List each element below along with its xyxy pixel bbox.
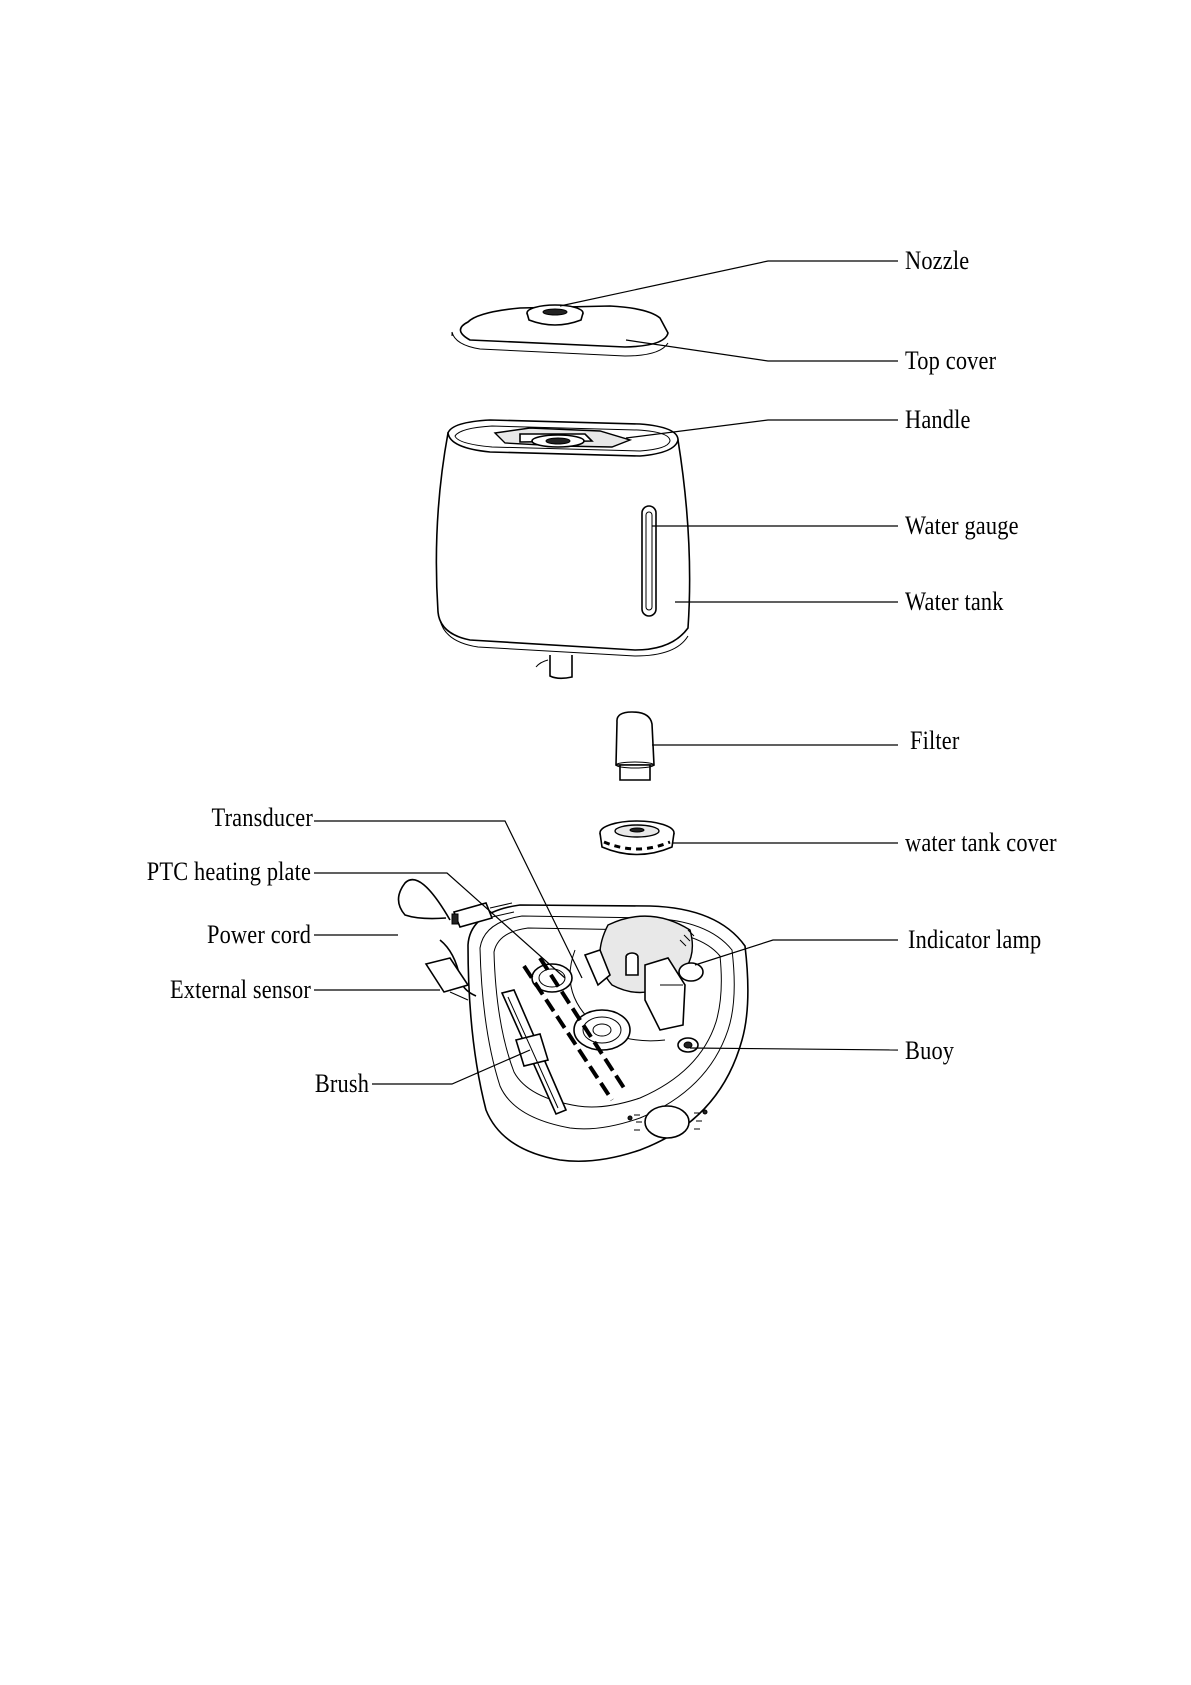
label-brush: Brush <box>315 1069 369 1099</box>
label-water-tank: Water tank <box>905 587 1004 617</box>
label-filter: Filter <box>910 726 959 756</box>
leader-top-cover <box>626 340 898 361</box>
label-indicator-lamp: Indicator lamp <box>908 925 1041 955</box>
label-handle: Handle <box>905 405 971 435</box>
label-power-cord: Power cord <box>207 920 311 950</box>
leader-nozzle <box>560 261 898 306</box>
label-top-cover: Top cover <box>905 346 996 376</box>
base-part <box>468 905 748 1161</box>
filter-part <box>616 712 654 780</box>
water-tank-part <box>436 420 689 678</box>
nozzle-part <box>527 305 583 325</box>
label-water-tank-cover: water tank cover <box>905 828 1057 858</box>
label-nozzle: Nozzle <box>905 246 969 276</box>
water-tank-cover-part <box>600 821 674 855</box>
label-external-sensor: External sensor <box>170 975 311 1005</box>
label-transducer: Transducer <box>211 803 313 833</box>
label-water-gauge: Water gauge <box>905 511 1019 541</box>
label-buoy: Buoy <box>905 1036 954 1066</box>
label-ptc-heating-plate: PTC heating plate <box>147 857 311 887</box>
